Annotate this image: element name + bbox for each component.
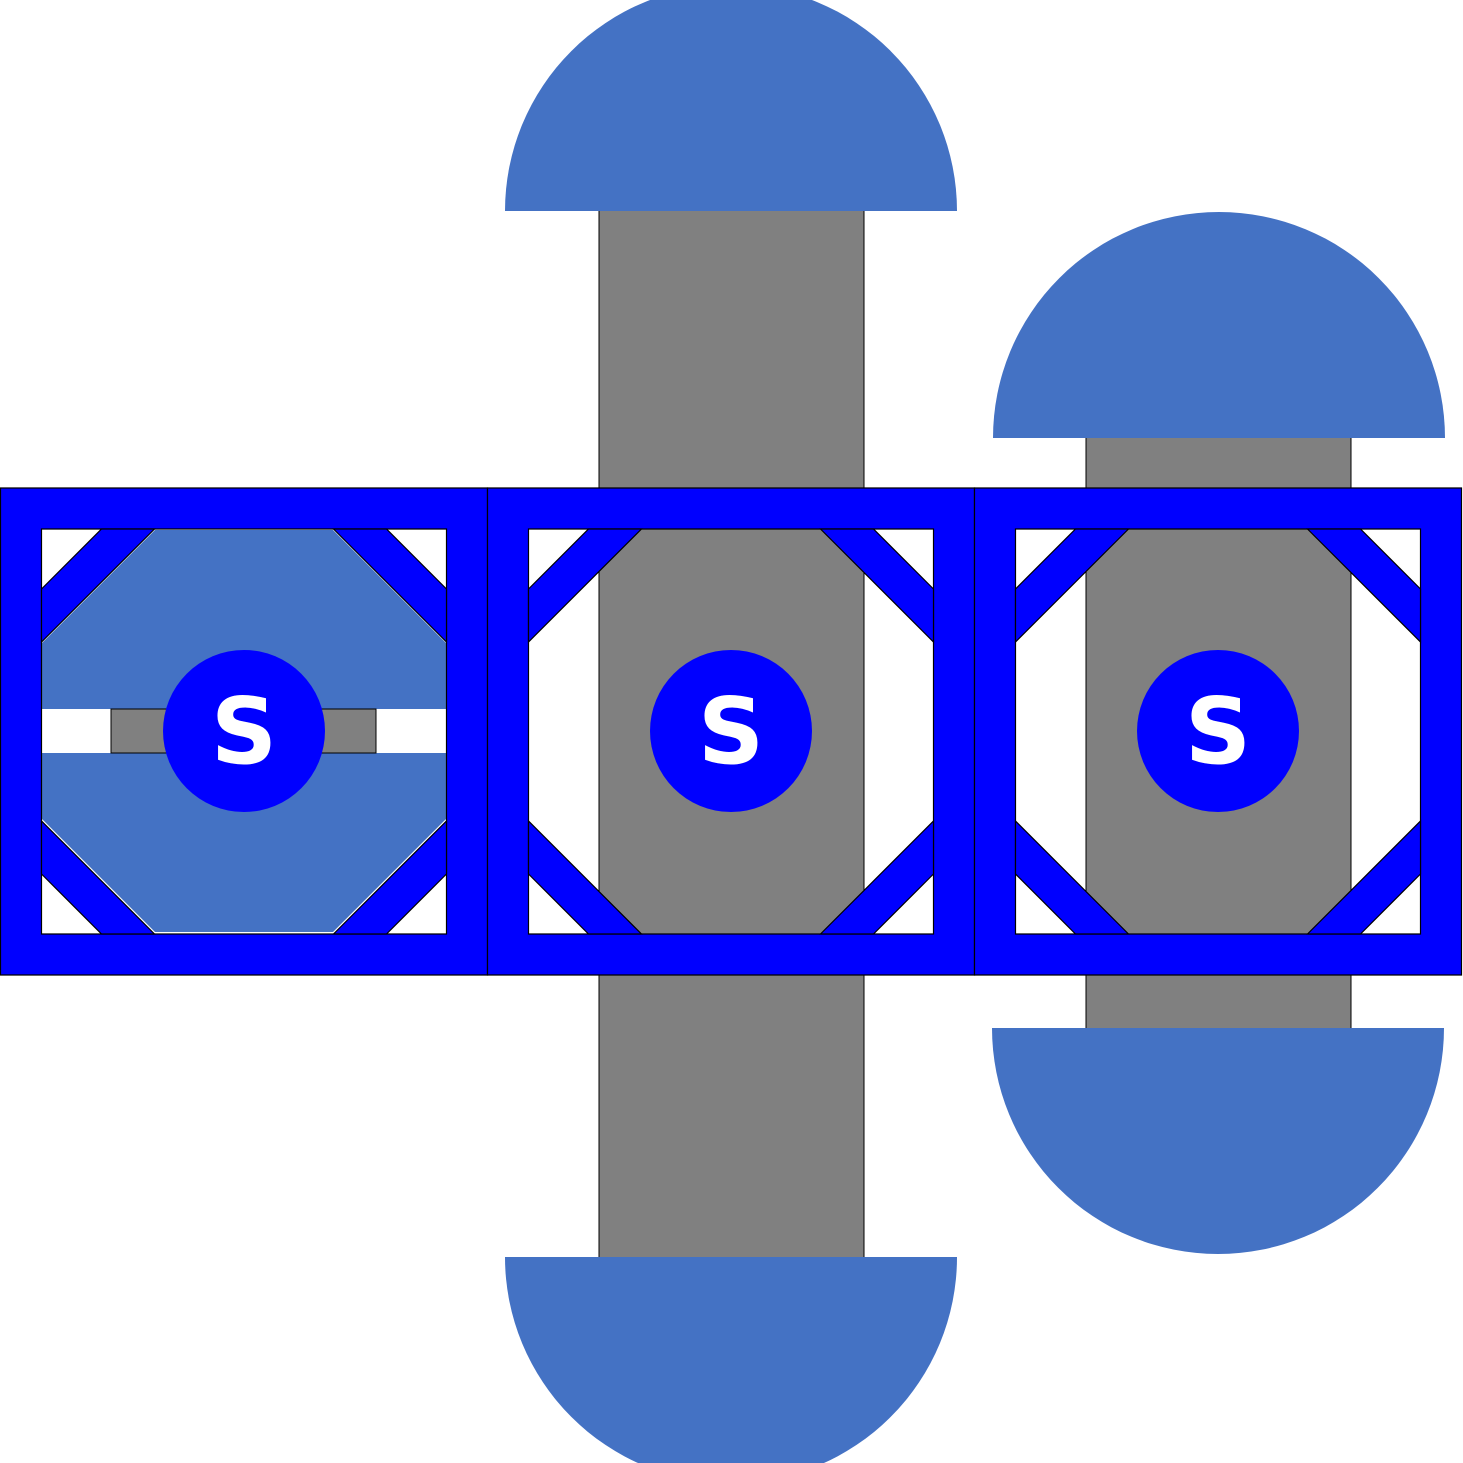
cell-1-bottom-cap xyxy=(42,753,446,932)
cell-3-bottom-cap xyxy=(992,1028,1444,1254)
frame-border xyxy=(973,487,1463,976)
cell-2-badge-label: S xyxy=(698,678,764,785)
cell-1-top-cap xyxy=(42,530,446,709)
cell-2-element xyxy=(505,0,957,1463)
brace-top-left xyxy=(1014,528,1130,644)
brace-bottom-right xyxy=(819,819,935,935)
brace-bottom-left xyxy=(527,819,643,935)
cell-1-badge: S xyxy=(163,650,325,812)
brace-top-right xyxy=(1306,528,1422,644)
cell-3-top-cap xyxy=(993,212,1445,438)
cell-2-badge: S xyxy=(650,650,812,812)
brace-bottom-left xyxy=(40,819,156,935)
cell-2-badge-circle xyxy=(650,650,812,812)
cell-3-frame xyxy=(973,487,1463,976)
brace-bottom-right xyxy=(332,819,448,935)
brace-top-right xyxy=(332,528,448,644)
cell-3-badge-label: S xyxy=(1185,678,1251,785)
cell-1-badge-circle xyxy=(163,650,325,812)
cell-2-bottom-cap xyxy=(505,1257,957,1463)
brace-top-right xyxy=(819,528,935,644)
cell-2-frame xyxy=(486,487,976,976)
brace-bottom-right xyxy=(1306,819,1422,935)
cell-2-top-cap xyxy=(505,0,957,211)
brace-top-left xyxy=(40,528,156,644)
brace-top-left xyxy=(527,528,643,644)
cell-3-badge: S xyxy=(1137,650,1299,812)
brace-bottom-left xyxy=(1014,819,1130,935)
frames xyxy=(0,487,1463,976)
cell-3-badge-circle xyxy=(1137,650,1299,812)
cell-1-badge-label: S xyxy=(211,678,277,785)
cell-1-frame xyxy=(0,487,489,976)
